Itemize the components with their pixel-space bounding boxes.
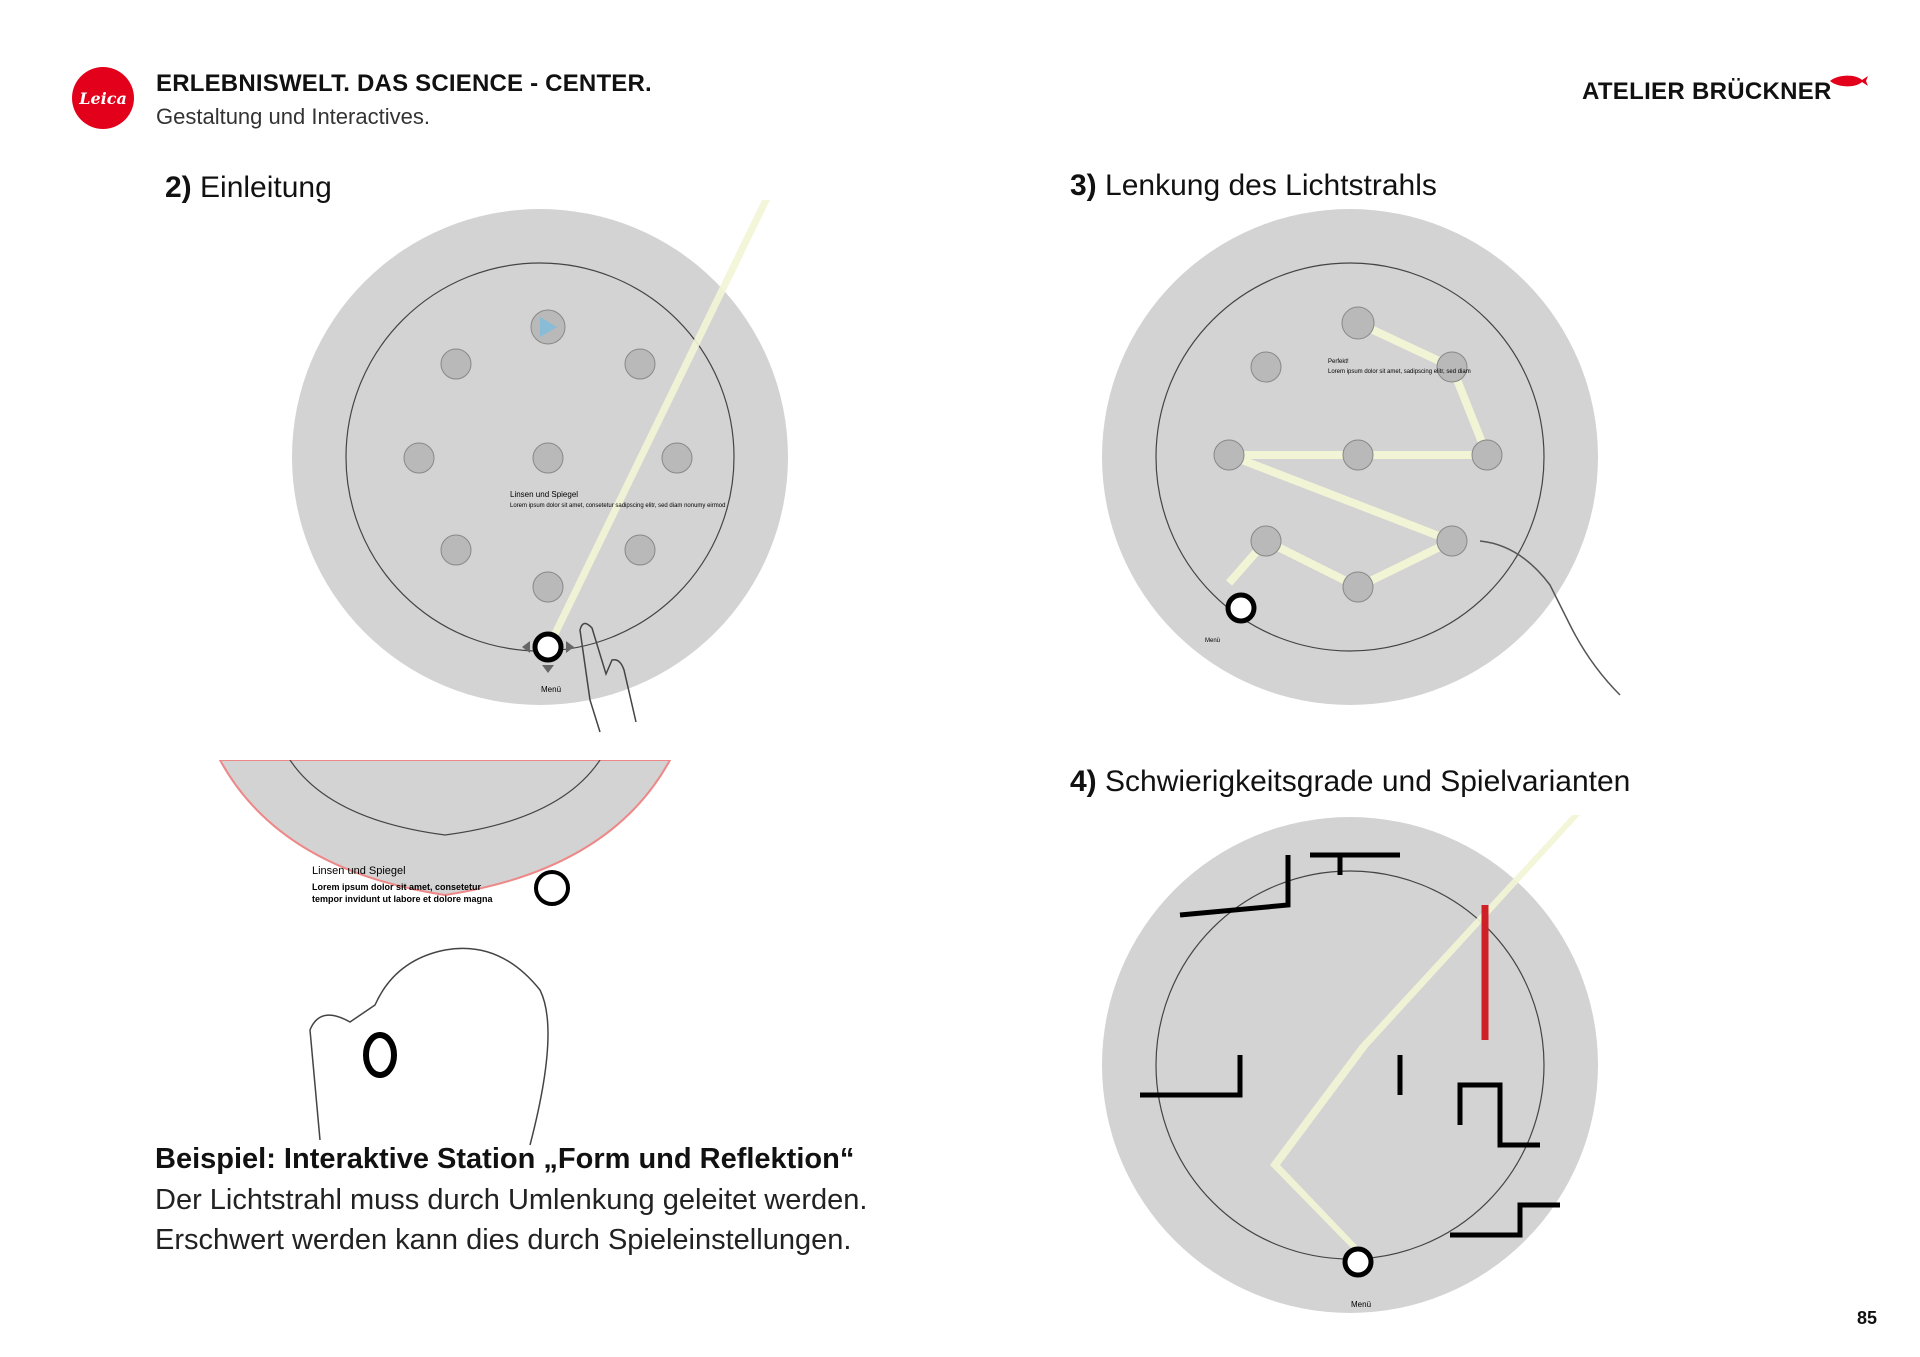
description-title: Beispiel: Interaktive Station „Form und … [155, 1143, 855, 1175]
lichtstrahl-success-title: Perfekt! [1328, 359, 1349, 365]
description-line-2: Erschwert werden kann dies durch Spielei… [155, 1224, 852, 1256]
lichtstrahl-table-illustration: Perfekt! Lorem ipsum dolor sit amet, sad… [1102, 209, 1621, 705]
token-card-title: Linsen und Spiegel [312, 865, 406, 877]
maze-table-illustration: Menü [1102, 815, 1598, 1313]
leica-logo: Leica [72, 67, 134, 129]
einleitung-card-title: Linsen und Spiegel [510, 490, 578, 499]
section-title-einleitung: 2) Einleitung [165, 171, 332, 204]
description-line-1: Der Lichtstrahl muss durch Umlenkung gel… [155, 1184, 868, 1216]
fish-icon [1830, 75, 1868, 87]
token-table-illustration: Linsen und Spiegel Lorem ipsum dolor sit… [218, 760, 672, 1146]
token-card-text-1: Lorem ipsum dolor sit amet, consetetur [312, 882, 482, 892]
section-title-spielvarianten: 4) Schwierigkeitsgrade und Spielvariante… [1070, 765, 1631, 798]
brand-name: ATELIER BRÜCKNER [1582, 78, 1832, 105]
einleitung-menu-label: Menü [541, 685, 561, 694]
document-subtitle: Gestaltung und Interactives. [156, 104, 430, 129]
lichtstrahl-menu-label: Menü [1205, 638, 1220, 644]
section-title-lichtstrahl: 3) Lenkung des Lichtstrahls [1070, 169, 1437, 202]
einleitung-table-illustration: Linsen und Spiegel Lorem ipsum dolor sit… [292, 200, 788, 733]
token-card-text-2: tempor invidunt ut labore et dolore magn… [312, 894, 494, 904]
document-title: ERLEBNISWELT. DAS SCIENCE - CENTER. [156, 70, 652, 97]
maze-menu-label: Menü [1351, 1300, 1371, 1309]
lichtstrahl-success-text: Lorem ipsum dolor sit amet, sadipscing e… [1328, 369, 1471, 375]
einleitung-card-text: Lorem ipsum dolor sit amet, consetetur s… [510, 503, 725, 509]
page-number: 85 [1857, 1308, 1878, 1328]
